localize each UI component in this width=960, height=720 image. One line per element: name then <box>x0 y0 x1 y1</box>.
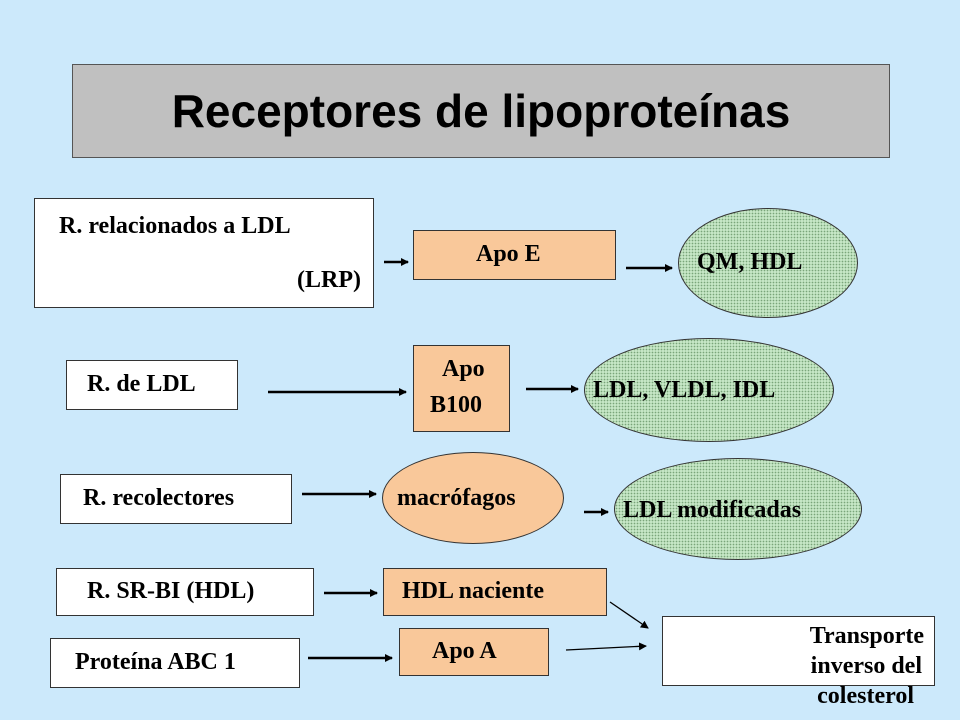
apo-a-label: Apo A <box>432 638 497 664</box>
apo-b100-line2: B100 <box>430 392 483 418</box>
ldl-receptor-label: R. de LDL <box>87 371 196 397</box>
arrow-hdlnaciente-transporte <box>609 601 649 629</box>
lrp-receptor-line2: (LRP) <box>297 267 361 293</box>
ldl-modificadas-ellipse: LDL modificadas <box>614 458 862 560</box>
apo-b100-line1: Apo <box>442 356 485 382</box>
page-title: Receptores de lipoproteínas <box>171 85 791 137</box>
transporte-box: Transporte inverso del colesterol <box>662 616 935 709</box>
scavenger-receptor-label: R. recolectores <box>83 485 235 511</box>
transporte-line1: Transporte <box>809 623 924 649</box>
hdl-naciente-label: HDL naciente <box>402 578 544 604</box>
title-box: Receptores de lipoproteínas <box>72 64 890 158</box>
transporte-line2: inverso del <box>810 653 922 679</box>
apo-e-label: Apo E <box>476 241 541 267</box>
transporte-line3: colesterol <box>817 683 914 709</box>
srbi-receptor-box: R. SR-BI (HDL) <box>56 568 314 616</box>
ldl-modificadas-label: LDL modificadas <box>623 497 802 523</box>
abc1-receptor-label: Proteína ABC 1 <box>75 649 236 675</box>
apo-e-box: Apo E <box>413 230 616 280</box>
apo-b100-box: Apo B100 <box>413 345 510 432</box>
ldl-vldl-idl-label: LDL, VLDL, IDL <box>593 377 776 403</box>
qm-hdl-ellipse: QM, HDL <box>678 208 858 318</box>
hdl-naciente-box: HDL naciente <box>383 568 607 616</box>
ldl-vldl-idl-ellipse: LDL, VLDL, IDL <box>584 338 834 442</box>
macrofagos-ellipse: macrófagos <box>382 452 564 544</box>
srbi-receptor-label: R. SR-BI (HDL) <box>87 578 255 604</box>
abc1-receptor-box: Proteína ABC 1 <box>50 638 300 688</box>
lrp-receptor-box: R. relacionados a LDL (LRP) <box>34 198 374 308</box>
arrow-apoa-transporte <box>565 642 647 651</box>
ldl-receptor-box: R. de LDL <box>66 360 238 410</box>
scavenger-receptor-box: R. recolectores <box>60 474 292 524</box>
macrofagos-label: macrófagos <box>397 485 516 511</box>
qm-hdl-label: QM, HDL <box>697 249 803 275</box>
apo-a-box: Apo A <box>399 628 549 676</box>
lrp-receptor-line1: R. relacionados a LDL <box>59 213 291 239</box>
